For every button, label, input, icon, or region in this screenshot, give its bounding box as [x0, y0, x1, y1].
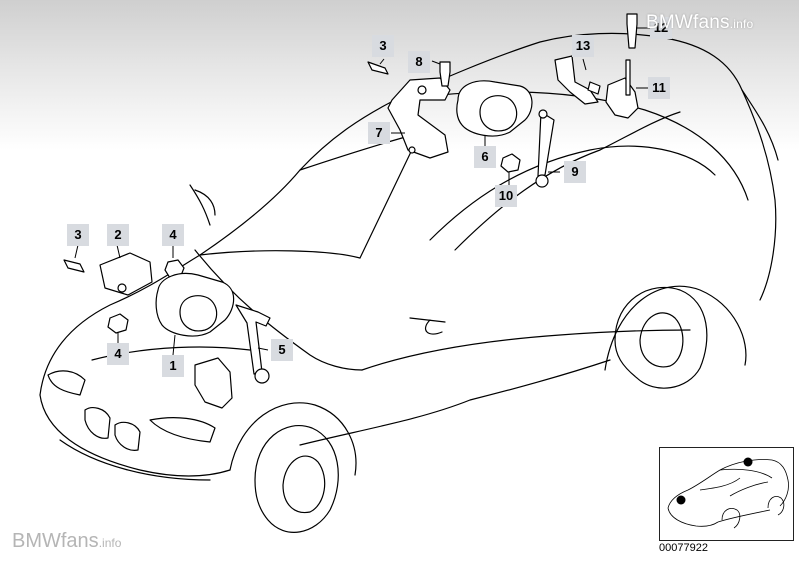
front-bumper-lower — [59, 439, 211, 481]
callout-9[interactable]: 9 — [564, 161, 586, 183]
car-locator-icon — [667, 457, 789, 529]
front-bracket — [99, 252, 153, 296]
kidney-grille-left — [84, 407, 111, 439]
clip-strip — [625, 59, 631, 96]
watermark-bottom: BMWfans.info — [12, 530, 121, 553]
rear-link-joint — [538, 109, 548, 119]
rear-screw — [439, 61, 451, 87]
rear-wheel — [614, 286, 708, 389]
callout-3-rear[interactable]: 3 — [372, 35, 394, 57]
rear-wheel-arch — [604, 285, 747, 371]
trunk-line — [741, 89, 779, 161]
front-bracket-hole — [117, 283, 127, 293]
mirror — [425, 319, 443, 335]
rear-link-rod — [537, 111, 555, 177]
front-fender-line — [189, 184, 211, 226]
rear-tire-inner — [639, 312, 684, 368]
callout-4-bottom[interactable]: 4 — [107, 343, 129, 365]
callout-12[interactable]: 12 — [650, 17, 672, 39]
bracket-screw — [587, 81, 601, 95]
callout-11[interactable]: 11 — [648, 77, 670, 99]
kidney-grille-right — [114, 421, 141, 451]
front-tire-inner — [282, 455, 326, 514]
side-sill — [299, 359, 611, 446]
window-frame — [429, 145, 716, 241]
door-line-2 — [409, 317, 446, 323]
watermark-top: BMWfans.info — [646, 12, 753, 34]
watermark-bottom-brand: BMWfans — [12, 530, 99, 552]
rear-bolt — [367, 61, 389, 75]
bracket-hole — [408, 146, 416, 154]
windshield-line-2 — [199, 250, 361, 259]
callout-1[interactable]: 1 — [162, 355, 184, 377]
callout-6[interactable]: 6 — [474, 146, 496, 168]
callout-10[interactable]: 10 — [495, 185, 517, 207]
watermark-top-suffix: .info — [729, 17, 754, 31]
front-link-rod — [235, 304, 271, 375]
callout-8[interactable]: 8 — [408, 51, 430, 73]
callout-3-front[interactable]: 3 — [67, 224, 89, 246]
long-bolt — [626, 13, 638, 49]
front-sensor-face — [179, 295, 218, 332]
front-fender-line-2 — [194, 189, 216, 216]
front-wheel — [254, 425, 339, 533]
rear-clip-bracket — [605, 77, 639, 119]
rear-link-joint — [535, 174, 549, 188]
front-mount-bracket — [194, 357, 233, 409]
front-nut-lower — [107, 313, 129, 334]
callout-4-top[interactable]: 4 — [162, 224, 184, 246]
callout-5[interactable]: 5 — [271, 339, 293, 361]
watermark-bottom-suffix: .info — [98, 536, 122, 550]
front-wheel-arch — [229, 402, 357, 476]
a-pillar — [359, 132, 421, 259]
watermark-top-brand: BMWfans — [646, 12, 730, 33]
front-link-joint — [254, 368, 270, 384]
inset-locator[interactable] — [659, 447, 794, 541]
rear-sensor-face — [479, 95, 518, 132]
rear-upper-bracket — [554, 55, 599, 105]
car-outline — [39, 32, 777, 396]
headlight-left — [47, 370, 86, 396]
headlight-right — [149, 417, 216, 443]
callout-7[interactable]: 7 — [368, 122, 390, 144]
bracket-hole — [417, 85, 427, 95]
car-roofline — [394, 91, 749, 201]
callout-13[interactable]: 13 — [572, 35, 594, 57]
rear-window — [599, 111, 681, 151]
callout-2[interactable]: 2 — [107, 224, 129, 246]
front-bolt — [63, 259, 85, 273]
front-bumper — [39, 394, 231, 477]
rear-nut — [500, 153, 521, 173]
b-pillar — [454, 149, 601, 251]
diagram-id: 00077922 — [659, 542, 708, 554]
